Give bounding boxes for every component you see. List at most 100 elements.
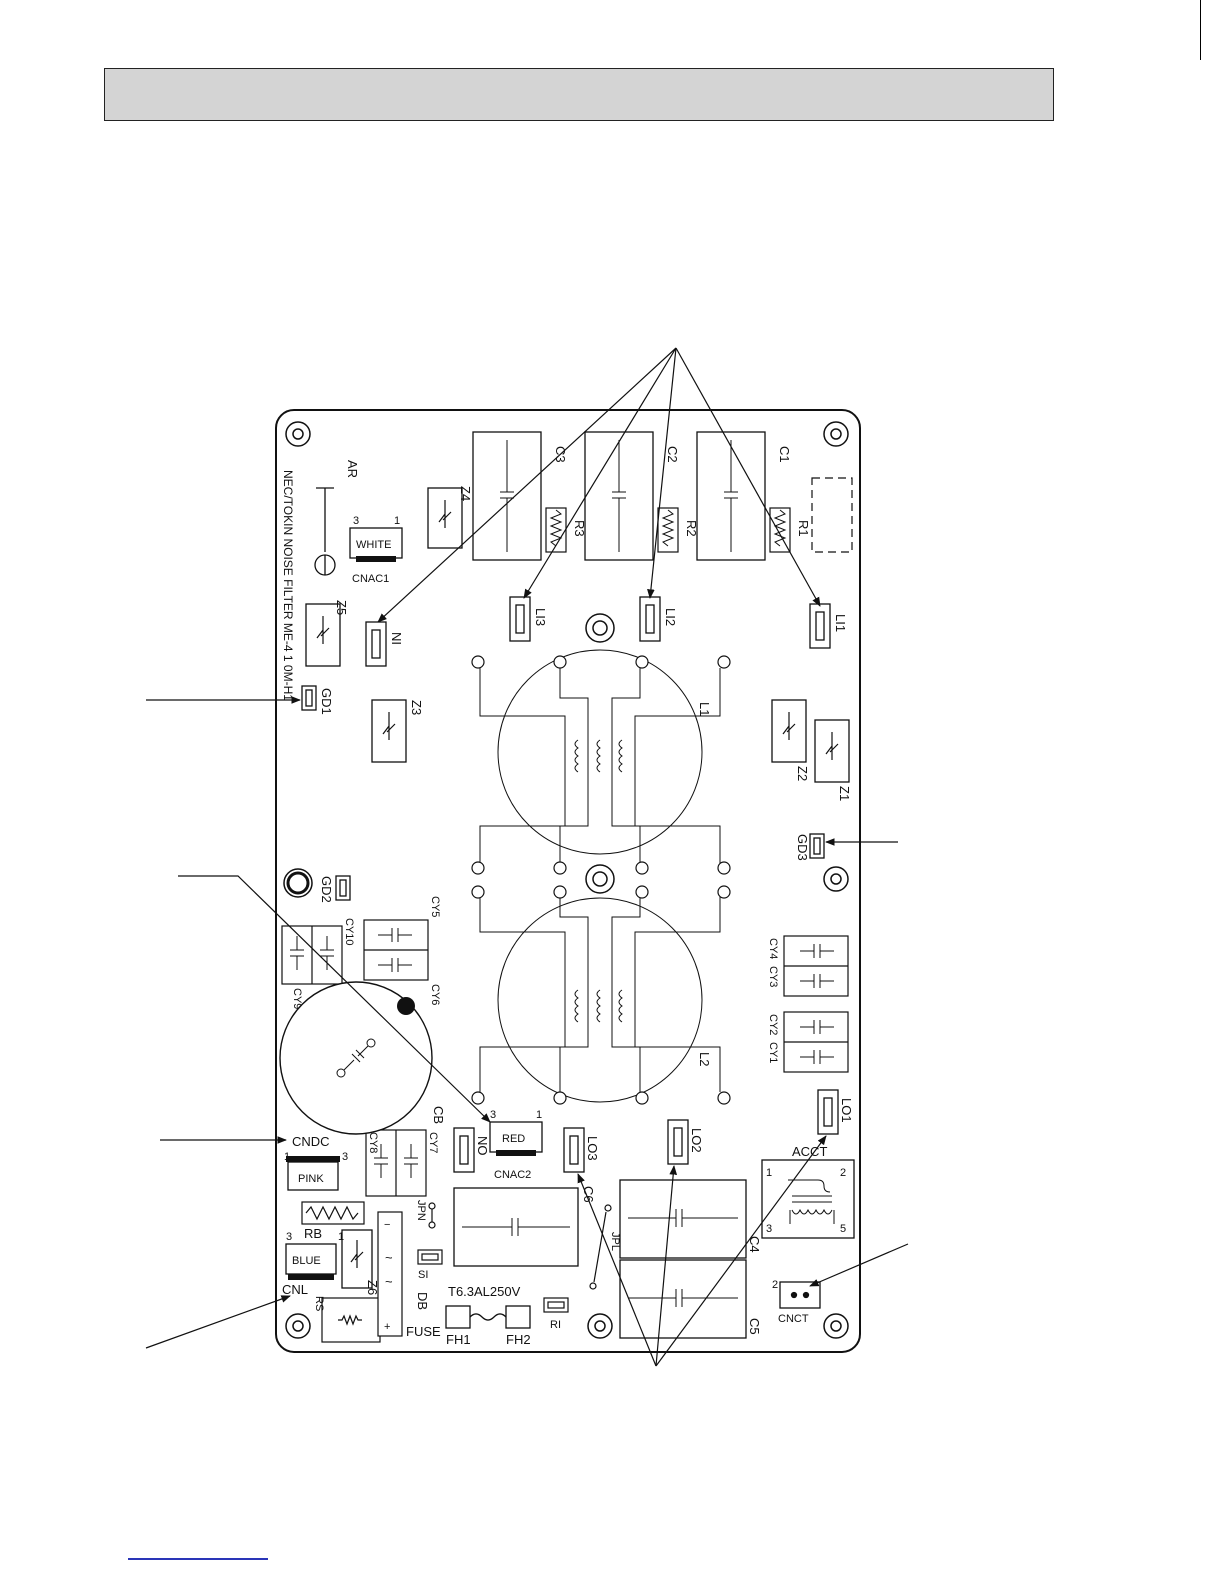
cnl-connector[interactable] bbox=[285, 1243, 337, 1280]
cy5-label: CY5 bbox=[429, 896, 441, 917]
cnl-color-label: BLUE bbox=[292, 1255, 321, 1267]
cy9-label: CY9 bbox=[291, 988, 303, 1009]
fuse-rating-text: T6.3AL250V bbox=[448, 1284, 521, 1299]
z2-label: Z2 bbox=[795, 766, 810, 781]
l2-label: L2 bbox=[697, 1052, 712, 1066]
ri-tab[interactable] bbox=[543, 1297, 569, 1313]
cy10-label: CY10 bbox=[343, 918, 355, 946]
cndc-connector[interactable] bbox=[286, 1156, 340, 1191]
ar-surge-absorber bbox=[314, 487, 336, 576]
li2-label: LI2 bbox=[663, 608, 678, 626]
fuse-label: FUSE bbox=[406, 1324, 441, 1339]
cy4-label: CY4 bbox=[767, 938, 779, 959]
z6-label: Z6 bbox=[365, 1280, 380, 1295]
y-capacitors-left bbox=[281, 919, 429, 1197]
jpn-label: JPN bbox=[415, 1200, 427, 1221]
db-label: DB bbox=[415, 1292, 430, 1310]
ni-label: NI bbox=[389, 632, 404, 645]
fh2-label: FH2 bbox=[506, 1332, 531, 1347]
x-capacitors-bottom bbox=[619, 1179, 747, 1339]
cnct-name-label: CNCT bbox=[778, 1313, 809, 1325]
cndc-pin-3: 3 bbox=[342, 1151, 348, 1163]
cndc-name-label: CNDC bbox=[292, 1134, 330, 1149]
z4-label: Z4 bbox=[458, 486, 473, 501]
l1-label: L1 bbox=[697, 702, 712, 716]
no-tab-terminal[interactable] bbox=[453, 1127, 475, 1173]
c6-symbol bbox=[462, 1218, 570, 1236]
section-header-bar bbox=[104, 68, 1054, 121]
lo1-label: LO1 bbox=[839, 1098, 854, 1123]
cy1-label: CY1 bbox=[767, 1042, 779, 1063]
cy6-label: CY6 bbox=[429, 984, 441, 1005]
x-capacitor-bottom-symbols bbox=[628, 1209, 738, 1307]
no-label: NO bbox=[475, 1136, 490, 1156]
rs-label: RS bbox=[313, 1296, 325, 1311]
c1-label: C1 bbox=[777, 446, 792, 463]
gd3-label: GD3 bbox=[795, 834, 810, 861]
r3-label: R3 bbox=[572, 520, 587, 537]
board-title-text: NEC/TOKIN NOISE FILTER ME-4 1 0M-H1 bbox=[281, 470, 295, 701]
db-diode-bridge bbox=[377, 1211, 403, 1337]
si-tab[interactable] bbox=[417, 1249, 443, 1265]
cnct-connector[interactable] bbox=[779, 1281, 821, 1309]
cndc-pin-1: 1 bbox=[284, 1151, 290, 1163]
r2-label: R2 bbox=[684, 520, 699, 537]
y-capacitors-right bbox=[783, 935, 849, 1073]
jpl-jumper bbox=[589, 1204, 612, 1290]
db-pin-minus: − bbox=[384, 1219, 390, 1231]
jpn-jumper bbox=[428, 1202, 436, 1229]
mounting-holes bbox=[283, 421, 849, 1339]
resistor-zigzags bbox=[549, 509, 787, 547]
cnac2-pin-3: 3 bbox=[490, 1109, 496, 1121]
z1-label: Z1 bbox=[837, 786, 852, 801]
acct-pin-5: 5 bbox=[840, 1223, 846, 1235]
acct-label: ACCT bbox=[792, 1144, 827, 1159]
tab-terminals-output[interactable] bbox=[563, 1089, 839, 1173]
ri-label: RI bbox=[550, 1319, 561, 1331]
si-label: SI bbox=[418, 1269, 428, 1281]
db-pin-ac1: ~ bbox=[385, 1250, 393, 1265]
common-mode-chokes bbox=[479, 649, 721, 1103]
cy7-label: CY7 bbox=[427, 1132, 439, 1153]
acct-current-transformer bbox=[761, 1159, 855, 1239]
board-outline bbox=[275, 409, 861, 1353]
ground-tabs[interactable] bbox=[301, 685, 825, 901]
cnac1-pin-1: 1 bbox=[394, 515, 400, 527]
lo3-label: LO3 bbox=[585, 1136, 600, 1161]
acct-pin-2: 2 bbox=[840, 1167, 846, 1179]
rb-label: RB bbox=[304, 1226, 322, 1241]
cy2-label: CY2 bbox=[767, 1014, 779, 1035]
cnl-pin-1: 1 bbox=[338, 1231, 344, 1243]
cnac1-connector[interactable] bbox=[349, 527, 403, 562]
varistor-symbols bbox=[316, 500, 839, 1268]
cy8-label: CY8 bbox=[367, 1132, 379, 1153]
page-edge-line bbox=[1200, 0, 1201, 60]
fuse-holders bbox=[445, 1305, 531, 1329]
footer-link-underline bbox=[128, 1558, 268, 1560]
r1-label: R1 bbox=[796, 520, 811, 537]
li3-label: LI3 bbox=[533, 608, 548, 626]
tab-terminals-input[interactable] bbox=[365, 596, 831, 667]
fh1-label: FH1 bbox=[446, 1332, 471, 1347]
li1-label: LI1 bbox=[833, 614, 848, 632]
c4-label: C4 bbox=[747, 1236, 762, 1253]
db-pin-plus: + bbox=[384, 1321, 390, 1333]
jpl-label: JPL bbox=[609, 1232, 621, 1251]
acct-windings bbox=[788, 1179, 835, 1224]
db-pin-ac2: ~ bbox=[385, 1274, 393, 1289]
choke-pads bbox=[471, 655, 731, 1105]
acct-pin-1: 1 bbox=[766, 1167, 772, 1179]
z3-label: Z3 bbox=[409, 700, 424, 715]
cnac1-name-label: CNAC1 bbox=[352, 573, 389, 585]
acct-pin-3: 3 bbox=[766, 1223, 772, 1235]
cnac2-name-label: CNAC2 bbox=[494, 1169, 531, 1181]
callout-leaders bbox=[145, 347, 909, 1367]
gd1-label: GD1 bbox=[319, 688, 334, 715]
rb-resistor bbox=[301, 1201, 365, 1225]
cnac2-color-label: RED bbox=[502, 1133, 525, 1145]
cnac2-connector[interactable] bbox=[489, 1121, 543, 1156]
cy3-label: CY3 bbox=[767, 966, 779, 987]
gd2-label: GD2 bbox=[319, 876, 334, 903]
cnac1-color-label: WHITE bbox=[356, 539, 391, 551]
